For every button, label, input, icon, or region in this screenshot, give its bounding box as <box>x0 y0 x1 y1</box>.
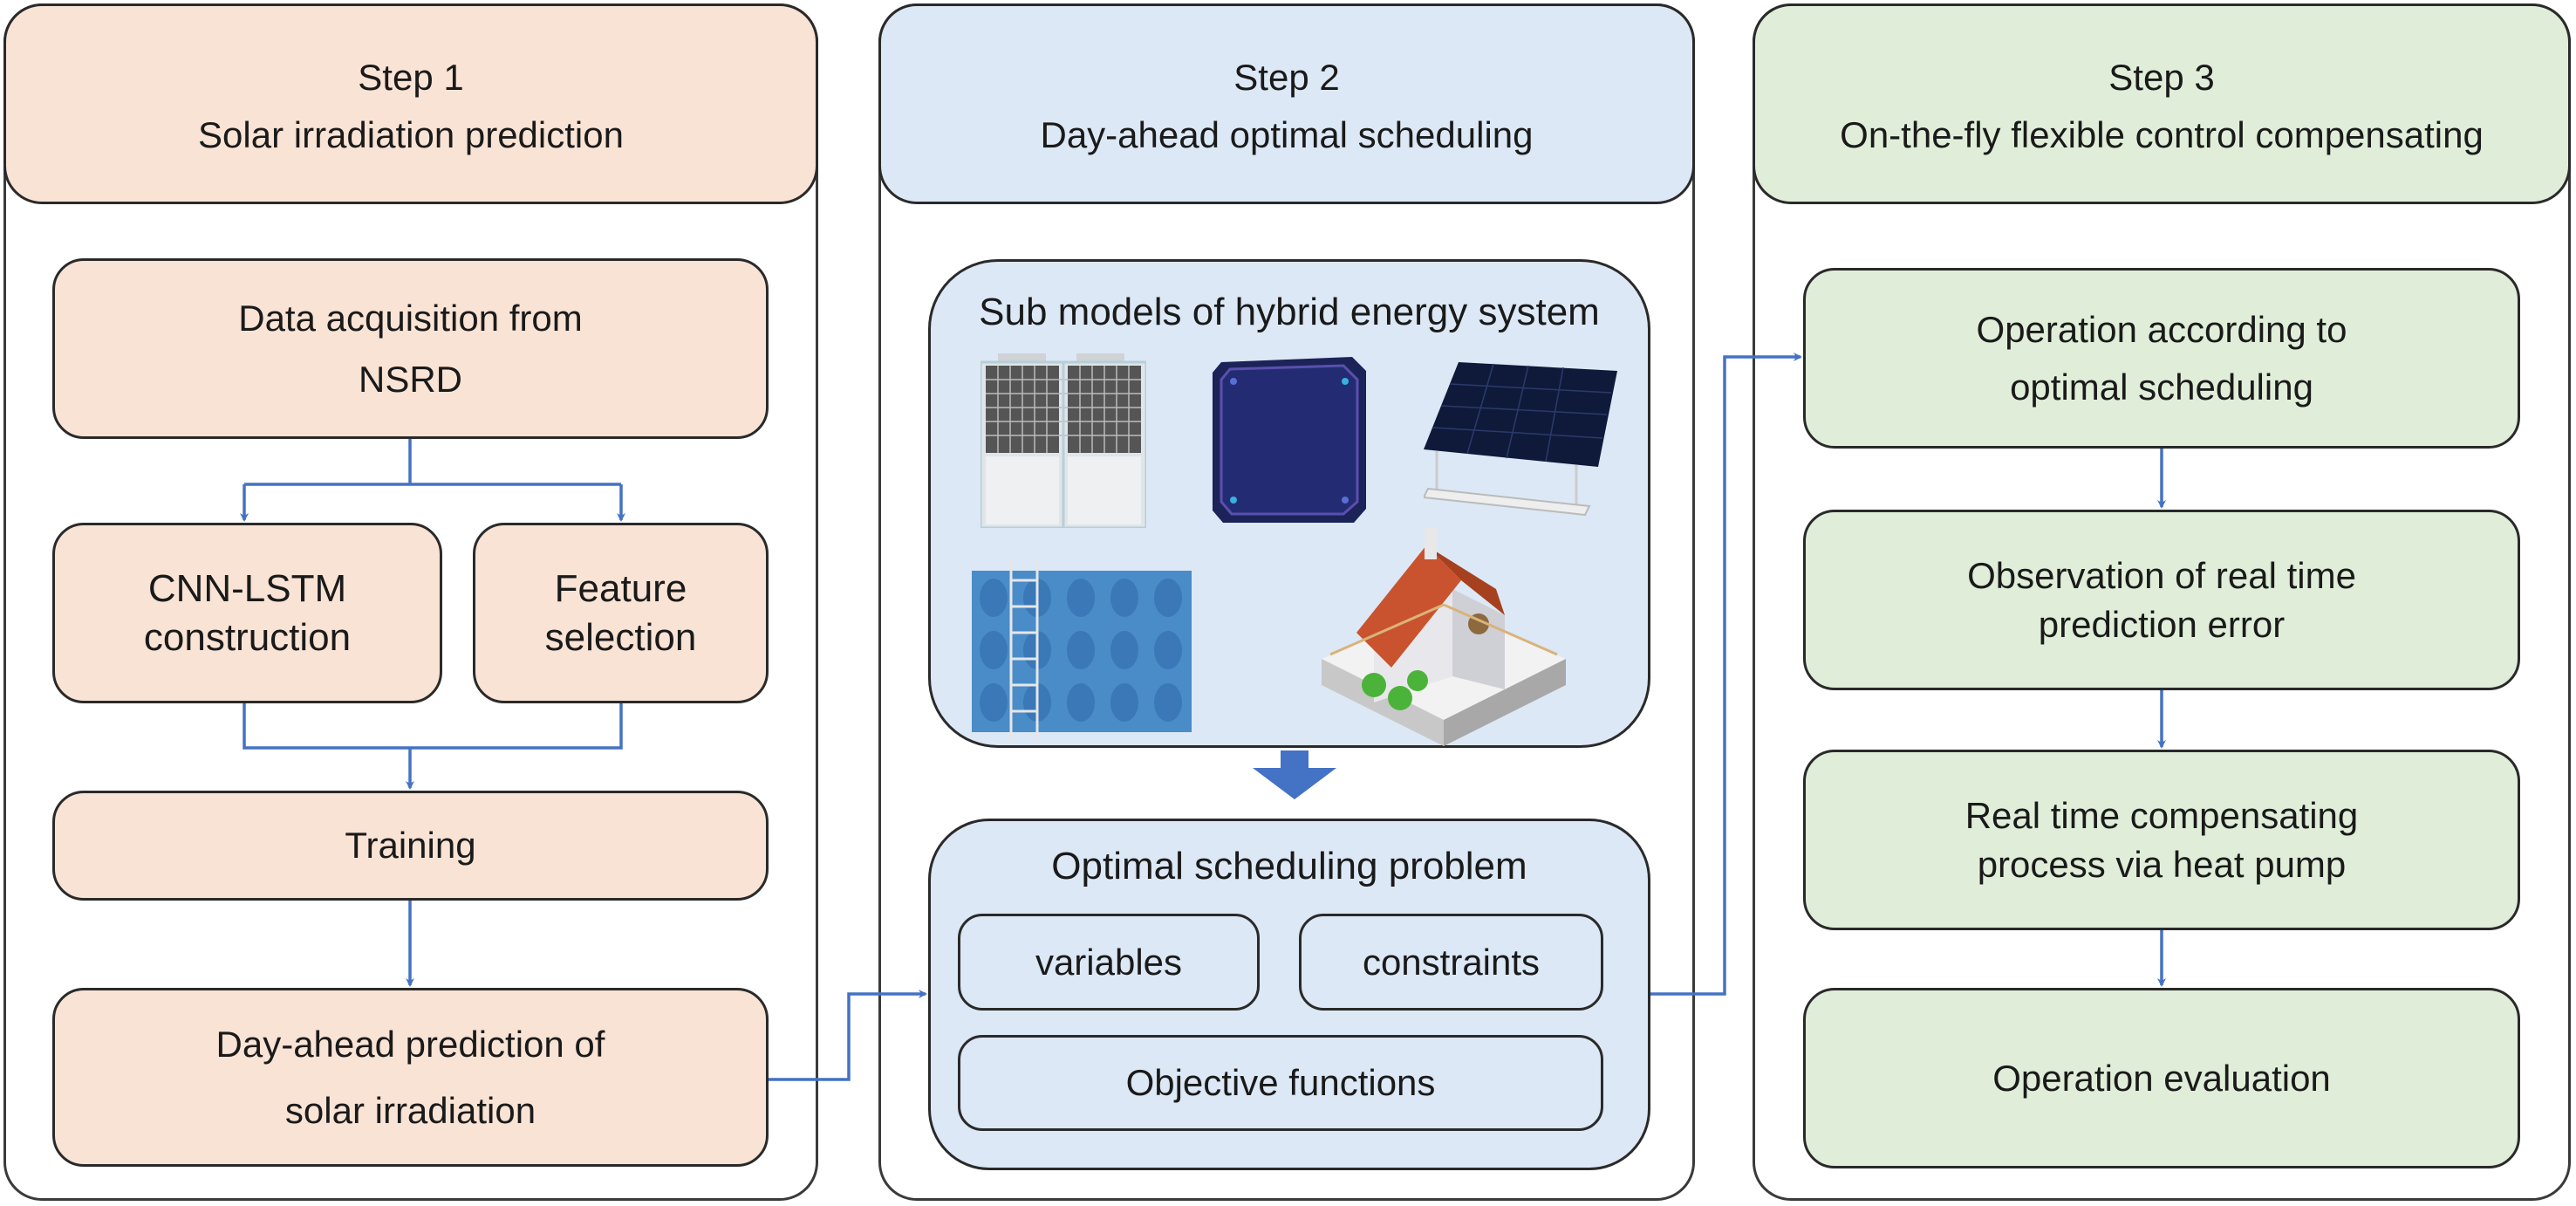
constraints-label: constraints <box>1362 941 1541 983</box>
feature-selection-line2: selection <box>544 615 697 659</box>
step2-title: Day-ahead optimal scheduling <box>1040 114 1534 155</box>
operation-evaluation-label: Operation evaluation <box>1992 1057 2331 1099</box>
observation-error-line1: Observation of real time <box>1967 554 2356 596</box>
step3-title: On-the-fly flexible control compensating <box>1840 114 2484 155</box>
optimal-scheduling-problem-title: Optimal scheduling problem <box>1051 845 1527 887</box>
variables-label: variables <box>1035 941 1183 983</box>
big-down-arrow-icon <box>1253 750 1336 799</box>
battery-pack-icon <box>1213 357 1366 523</box>
data-acquisition-box: Data acquisition from NSRD <box>52 258 769 439</box>
day-ahead-prediction-line1: Day-ahead prediction of <box>215 1023 605 1065</box>
arrow-step1-to-step2 <box>769 990 927 1081</box>
day-ahead-prediction-line2: solar irradiation <box>284 1089 536 1131</box>
step3-label: Step 3 <box>2108 57 2215 98</box>
operation-scheduling-line2: optimal scheduling <box>2010 366 2313 408</box>
water-storage-tank-icon <box>972 558 1192 742</box>
observation-error-line2: prediction error <box>2038 603 2286 645</box>
step1-title: Solar irradiation prediction <box>198 114 624 155</box>
merge-connector <box>243 703 623 750</box>
data-acquisition-line2: NSRD <box>358 358 462 400</box>
compensating-process-box: Real time compensating process via heat … <box>1803 750 2520 930</box>
compensating-process-line2: process via heat pump <box>1977 843 2347 885</box>
heat-pump-unit-icon <box>981 353 1146 528</box>
compensating-process-line1: Real time compensating <box>1964 794 2359 836</box>
step1-label: Step 1 <box>358 57 464 98</box>
cnn-lstm-line1: CNN-LSTM <box>147 566 347 610</box>
observation-error-box: Observation of real time prediction erro… <box>1803 510 2520 690</box>
solar-panel-icon <box>1424 362 1617 517</box>
objective-functions-box: Objective functions <box>958 1035 1603 1131</box>
training-box: Training <box>52 791 769 901</box>
step2-header: Step 2 Day-ahead optimal scheduling <box>878 3 1695 204</box>
step3-header: Step 3 On-the-fly flexible control compe… <box>1753 3 2571 204</box>
training-label: Training <box>345 825 476 866</box>
sub-models-title: Sub models of hybrid energy system <box>979 291 1600 333</box>
step2-label: Step 2 <box>1233 57 1340 98</box>
step1-header: Step 1 Solar irradiation prediction <box>3 3 818 204</box>
objective-functions-label: Objective functions <box>1125 1062 1436 1103</box>
feature-selection-box: Feature selection <box>473 523 769 703</box>
split-connector <box>244 439 621 486</box>
data-acquisition-line1: Data acquisition from <box>238 297 583 339</box>
constraints-box: constraints <box>1299 914 1603 1011</box>
house-icon <box>1322 528 1566 746</box>
variables-box: variables <box>958 914 1260 1011</box>
arrow-step2-to-step3 <box>1650 353 1802 996</box>
operation-scheduling-box: Operation according to optimal schedulin… <box>1803 268 2520 449</box>
operation-scheduling-line1: Operation according to <box>1976 308 2347 350</box>
day-ahead-prediction-box: Day-ahead prediction of solar irradiatio… <box>52 988 769 1167</box>
feature-selection-line1: Feature <box>554 566 687 610</box>
operation-evaluation-box: Operation evaluation <box>1803 988 2520 1168</box>
cnn-lstm-line2: construction <box>143 615 352 659</box>
cnn-lstm-box: CNN-LSTM construction <box>52 523 442 703</box>
